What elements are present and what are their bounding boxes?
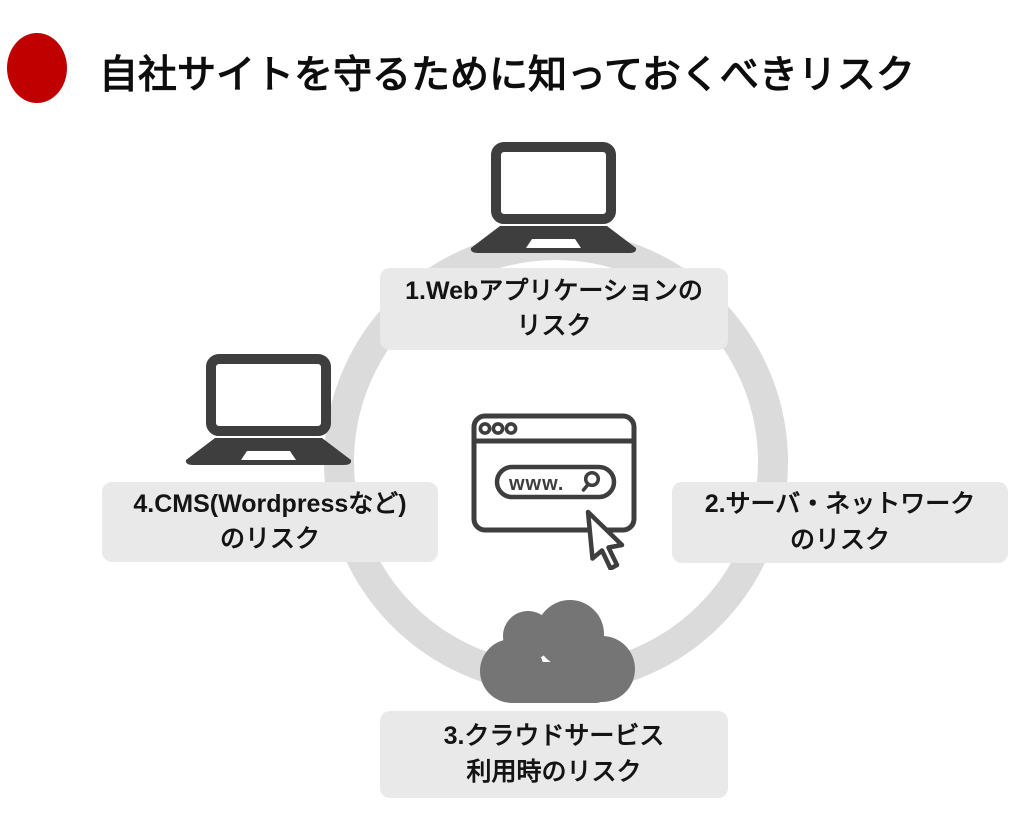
risk-label-web-application: 1.Webアプリケーションの リスク — [380, 268, 728, 350]
cloud-icon — [476, 598, 638, 704]
window-dots-icon — [478, 422, 518, 435]
red-dot-icon — [7, 33, 67, 103]
risk-label-cloud-service: 3.クラウドサービス 利用時のリスク — [380, 711, 728, 798]
page-title: 自社サイトを守るために知っておくべきリスク — [99, 54, 915, 97]
risk-label-server-network: 2.サーバ・ネットワーク のリスク — [672, 482, 1008, 563]
browser-window-icon: www. — [468, 412, 638, 570]
address-bar-text: www. — [508, 473, 564, 495]
risk-label-cms: 4.CMS(Wordpressなど) のリスク — [102, 482, 438, 562]
cursor-arrow-icon — [585, 509, 625, 570]
magnifier-icon — [581, 470, 601, 492]
laptop-icon — [470, 142, 637, 253]
laptop-icon — [185, 354, 352, 465]
